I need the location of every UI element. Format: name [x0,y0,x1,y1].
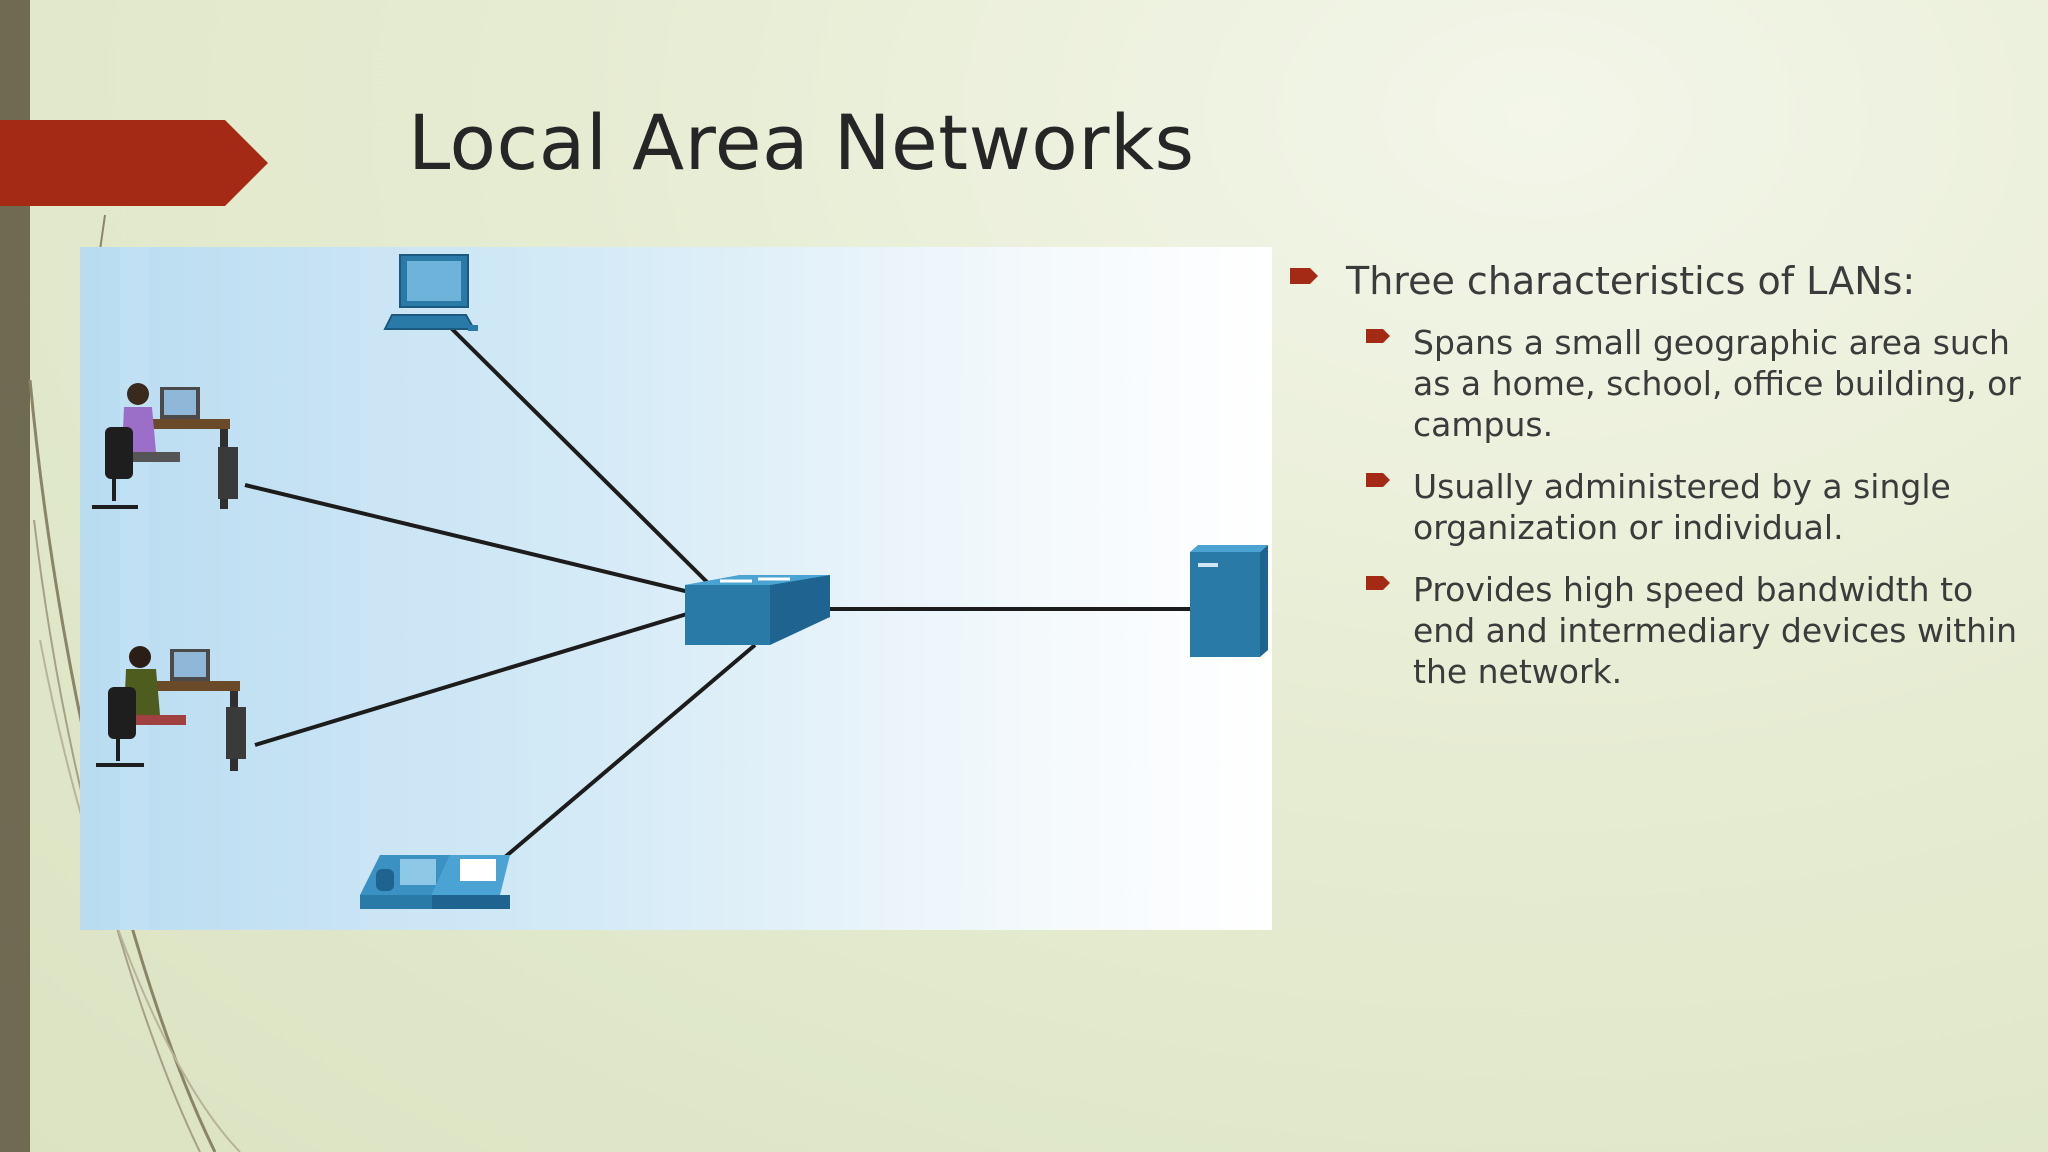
bullet-item-1: Spans a small geographic area such as a … [1290,322,2030,445]
bullet-heading-text: Three characteristics of LANs: [1346,259,1916,303]
lan-diagram [80,247,1272,930]
phone-icon [360,855,510,909]
bullet-arrow-icon [1366,576,1390,590]
link-pc1-switch [244,483,711,599]
laptop-icon [383,254,478,331]
link-laptop-switch [448,325,712,587]
bullet-item-2: Usually administered by a single organiz… [1290,466,2030,548]
bullet-list: Three characteristics of LANs: Spans a s… [1290,258,2030,713]
bullet-item-text: Usually administered by a single organiz… [1413,467,1951,547]
title-accent-tab [0,120,268,206]
slide-title: Local Area Networks [408,98,1195,187]
link-phone-switch [503,643,757,859]
network-links [244,325,1195,859]
switch-icon [685,575,830,645]
bullet-item-text: Spans a small geographic area such as a … [1413,323,2021,444]
link-pc2-switch [254,605,711,747]
bullet-item-3: Provides high speed bandwidth to end and… [1290,569,2030,692]
bullet-arrow-icon [1290,268,1318,284]
workstation-user-icon [96,646,246,771]
bullet-arrow-icon [1366,329,1390,343]
workstation-user-icon [92,383,238,509]
bullet-heading: Three characteristics of LANs: [1290,258,2030,304]
server-icon [1190,545,1268,657]
bullet-arrow-icon [1366,473,1390,487]
bullet-item-text: Provides high speed bandwidth to end and… [1413,570,2018,691]
